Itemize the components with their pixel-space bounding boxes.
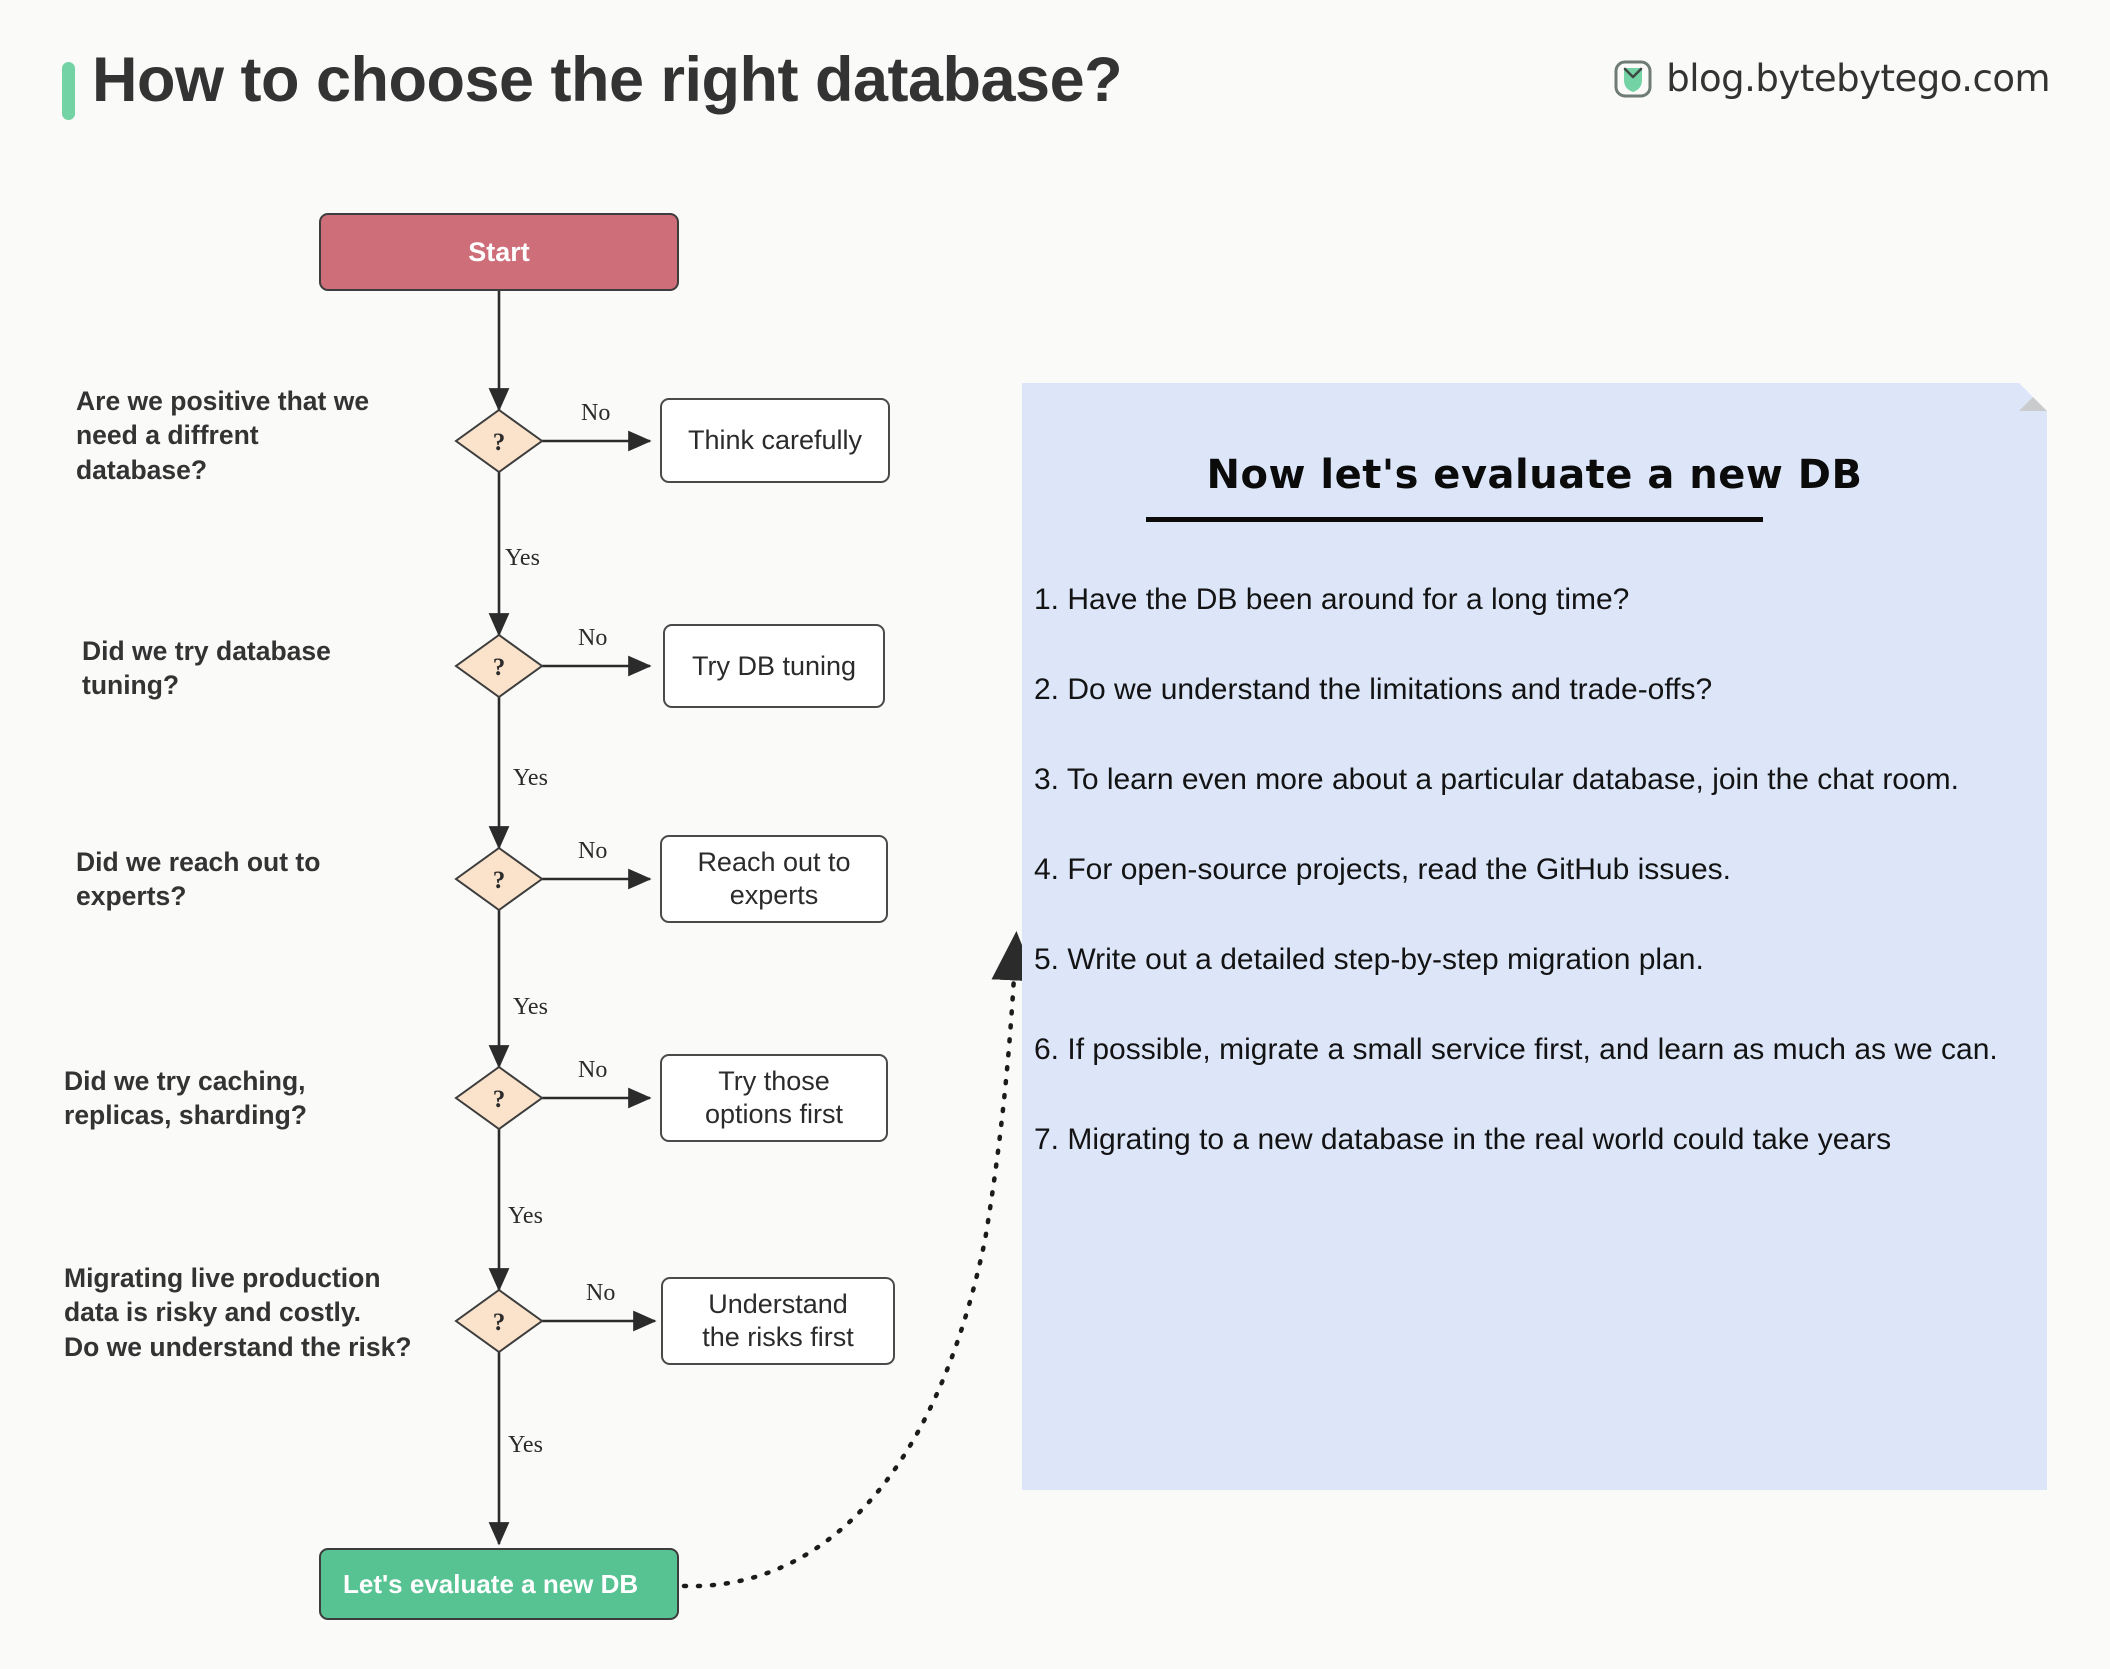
- list-item: 5. Write out a detailed step-by-step mig…: [1034, 943, 1704, 976]
- edge-label-yes-5: Yes: [508, 1432, 543, 1458]
- outcome-box-1[interactable]: Think carefully: [660, 398, 890, 483]
- flow-node-start[interactable]: Start: [319, 213, 679, 291]
- list-item: 1. Have the DB been around for a long ti…: [1034, 583, 1630, 616]
- edge-label-no-3: No: [578, 838, 608, 864]
- list-item: 4. For open-source projects, read the Gi…: [1034, 853, 1732, 886]
- outcome-box-4[interactable]: Try those options first: [660, 1054, 888, 1142]
- edge-label-no-5: No: [586, 1280, 616, 1306]
- question-label-5: Migrating live production data is risky …: [64, 1263, 412, 1362]
- question-label-4: Did we try caching, replicas, sharding?: [64, 1066, 307, 1131]
- dotted-connector-to-panel: [681, 931, 1037, 1589]
- question-label-2: Did we try database tuning?: [82, 636, 331, 701]
- page-title: How to choose the right database?: [92, 45, 1123, 115]
- flow-node-end[interactable]: Let's evaluate a new DB: [319, 1548, 679, 1620]
- edge-label-yes-4: Yes: [508, 1203, 543, 1229]
- edge-label-no-2: No: [578, 625, 608, 651]
- outcome-box-2[interactable]: Try DB tuning: [663, 624, 885, 708]
- flow-node-end-label: Let's evaluate a new DB: [343, 1568, 639, 1599]
- flowchart: ? ? ? ? ? Start Are we positive that we …: [0, 0, 1037, 1669]
- panel-title: Now let's evaluate a new DB: [1206, 452, 1863, 498]
- brand-link[interactable]: blog.bytebytego.com: [1613, 57, 2050, 100]
- edge-label-yes-2: Yes: [513, 765, 548, 791]
- svg-text:?: ?: [493, 429, 506, 456]
- flow-node-start-label: Start: [468, 236, 530, 267]
- bytebytego-logo-icon: [1613, 59, 1653, 99]
- question-label-1: Are we positive that we need a diffrent …: [76, 386, 370, 485]
- edge-label-yes-3: Yes: [513, 994, 548, 1020]
- svg-text:?: ?: [493, 654, 506, 681]
- outcome-box-5[interactable]: Understand the risks first: [661, 1277, 895, 1365]
- list-item: 6. If possible, migrate a small service …: [1034, 1033, 1998, 1066]
- edge-label-no-4: No: [578, 1057, 608, 1083]
- title-accent-bar: [62, 62, 75, 120]
- edge-label-yes-1: Yes: [505, 545, 540, 571]
- brand-text: blog.bytebytego.com: [1666, 57, 2050, 100]
- panel-corner-fold-icon: [2019, 383, 2047, 411]
- evaluation-panel: Now let's evaluate a new DB 1. Have the …: [1022, 383, 2047, 1490]
- svg-text:?: ?: [493, 1309, 506, 1336]
- page-header: How to choose the right database? blog.b…: [0, 0, 2110, 160]
- list-item: 2. Do we understand the limitations and …: [1034, 673, 1713, 706]
- outcome-box-3[interactable]: Reach out to experts: [660, 835, 888, 923]
- svg-text:?: ?: [493, 1086, 506, 1113]
- list-item: 7. Migrating to a new database in the re…: [1034, 1123, 1892, 1156]
- svg-text:?: ?: [493, 867, 506, 894]
- edge-label-no-1: No: [581, 400, 611, 426]
- question-label-3: Did we reach out to experts?: [76, 847, 321, 912]
- panel-title-underline: [1146, 517, 1763, 522]
- flowchart-connectors: ? ? ? ? ?: [454, 291, 657, 1546]
- list-item: 3. To learn even more about a particular…: [1034, 763, 1960, 796]
